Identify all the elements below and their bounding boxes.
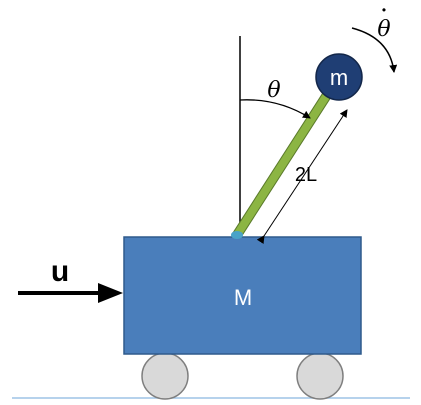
force-arrow-head	[98, 283, 123, 303]
bob-mass	[315, 53, 363, 101]
bob-mass-label: m	[330, 65, 348, 90]
pivot-joint	[231, 231, 243, 239]
angular-rate-dot: •	[382, 3, 386, 17]
length-label: 2L	[295, 164, 317, 186]
angular-rate-label: θ	[377, 17, 390, 42]
cart-body	[123, 236, 362, 355]
input-force-label: u	[51, 255, 69, 288]
cart-mass-label: M	[234, 285, 252, 310]
right-wheel	[296, 352, 344, 400]
left-wheel	[141, 352, 189, 400]
length-dimension-line	[256, 109, 348, 245]
angular-rate-arc	[351, 27, 398, 73]
angle-label: θ	[267, 78, 280, 103]
